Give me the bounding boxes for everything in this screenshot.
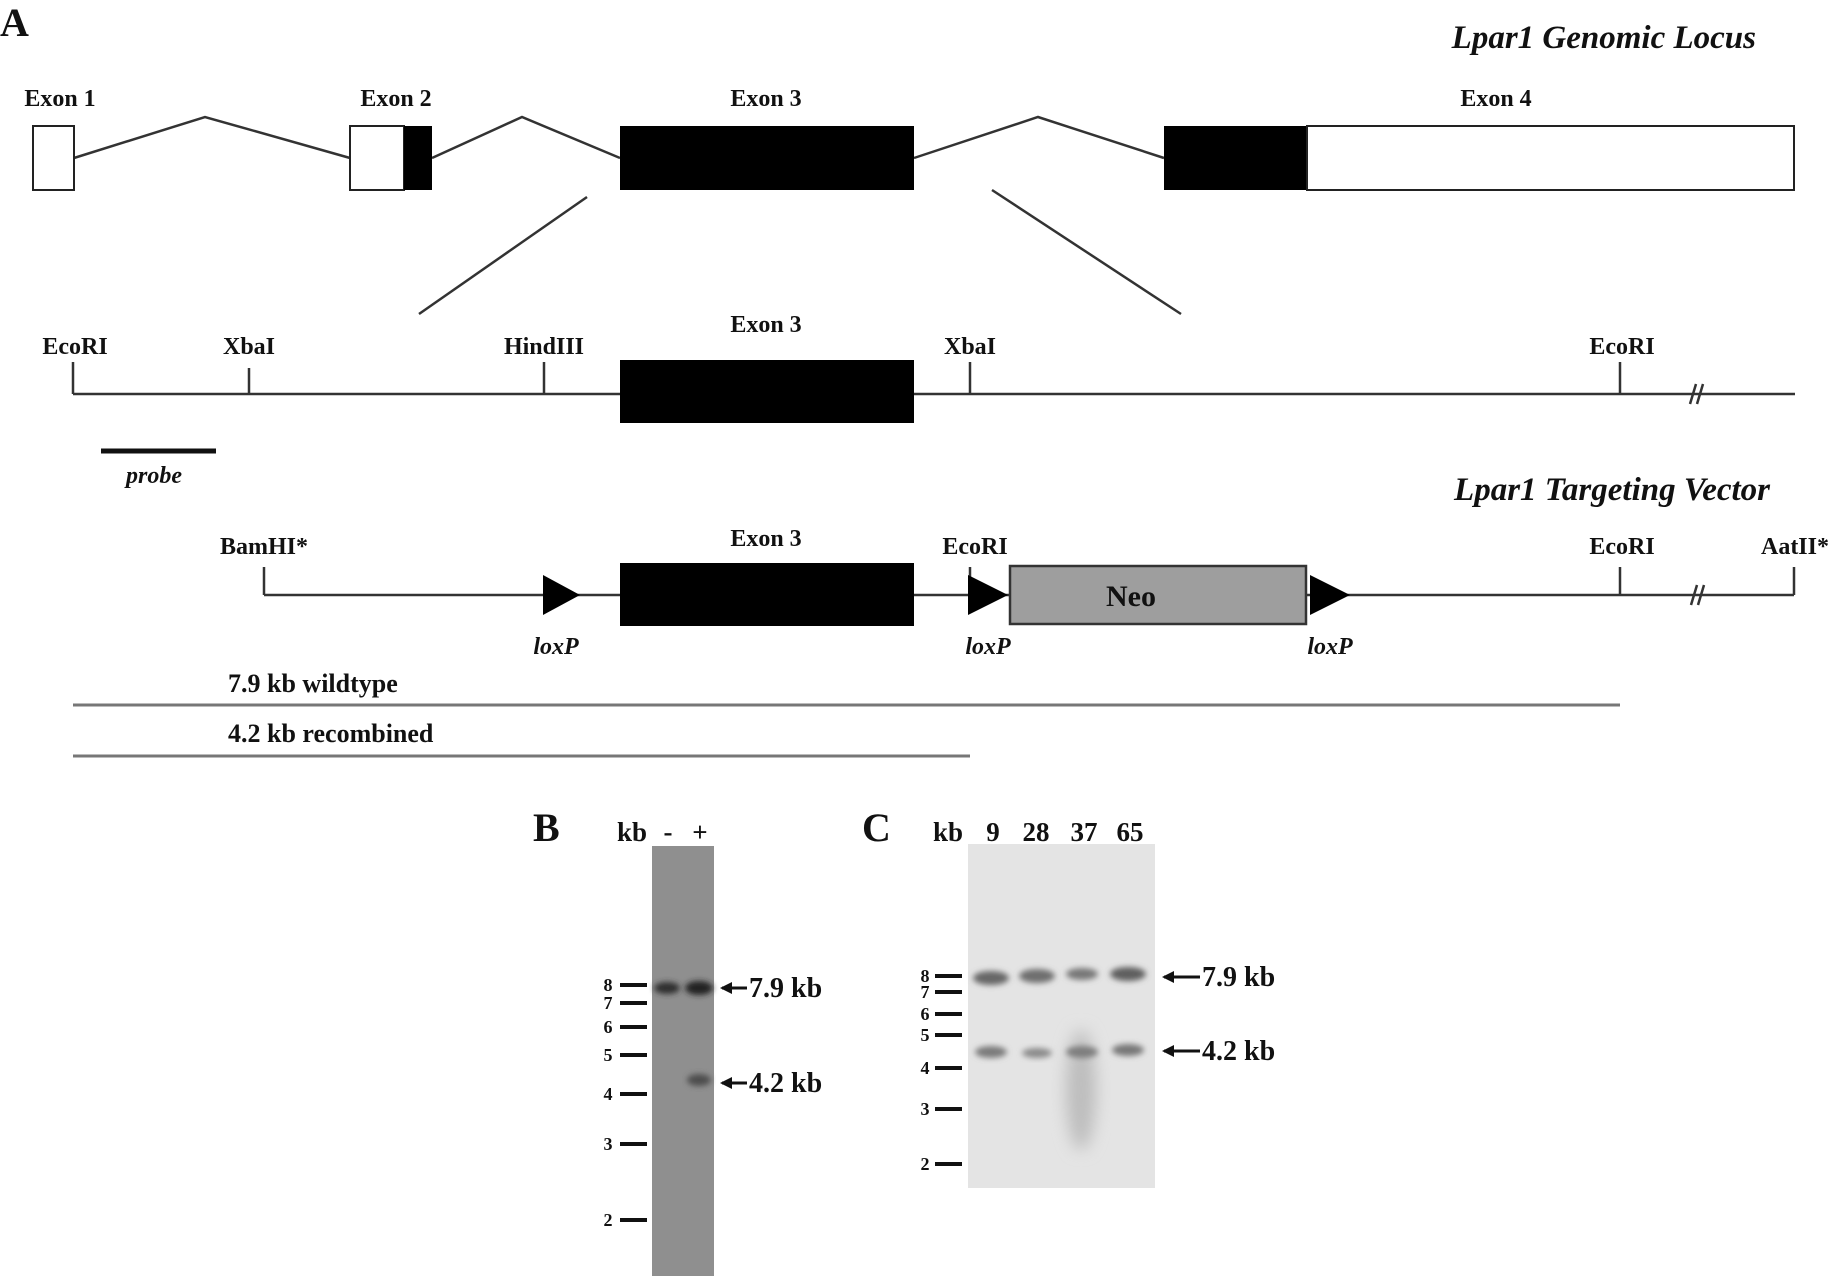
gel-c-ladder-7: 7	[921, 982, 930, 1002]
exon3-label: Exon 3	[730, 86, 801, 112]
targeting-vector-title: Lpar1 Targeting Vector	[1453, 472, 1771, 508]
probe-label: probe	[124, 463, 182, 489]
exon3-map-label: Exon 3	[730, 312, 801, 338]
loxp-label-3: loxP	[1307, 634, 1353, 660]
loxp-label-2: loxP	[965, 634, 1011, 660]
exon2-utr-box	[349, 125, 405, 191]
gel-b-band-label-7-9: 7.9 kb	[749, 973, 822, 1004]
vector-break-2	[1696, 584, 1706, 606]
exon4-label: Exon 4	[1460, 86, 1531, 112]
loxp-triangle-1	[543, 575, 580, 615]
gel-c-arrowhead-7-9	[1162, 971, 1174, 983]
gel-c-band-4-2-lane-37	[1066, 1046, 1098, 1058]
loxp-triangle-3	[1310, 575, 1350, 615]
gel-b-band-4-2-plus	[687, 1074, 711, 1086]
gel-b-ladder-8: 8	[604, 975, 613, 995]
neo-label: Neo	[1106, 580, 1156, 613]
exon2-coding-box	[404, 126, 432, 190]
intron-3	[913, 115, 1165, 160]
genomic-locus-title: Lpar1 Genomic Locus	[1451, 20, 1756, 56]
gel-b-lane-plus: +	[692, 817, 707, 847]
panel-label-c: C	[862, 805, 891, 850]
site-hindiii: HindIII	[504, 334, 584, 360]
site-aatii: AatII*	[1761, 534, 1829, 560]
gel-b-arrowhead-7-9	[720, 982, 732, 994]
gel-c-lane-9: 9	[986, 817, 1000, 847]
exon4-utr-box	[1306, 125, 1795, 191]
gel-c-lane-28: 28	[1023, 817, 1050, 847]
gel-b-arrowhead-4-2	[720, 1077, 732, 1089]
gel-b-ladder-6: 6	[604, 1017, 613, 1037]
gel-b-kb-label: kb	[617, 817, 647, 847]
gel-b-ladder-2: 2	[604, 1210, 613, 1230]
panel-label-b: B	[533, 805, 560, 850]
panel-label-a: A	[0, 0, 29, 45]
recombined-fragment-label: 4.2 kb recombined	[228, 719, 434, 748]
gel-c-band-label-7-9: 7.9 kb	[1202, 962, 1275, 993]
gel-c-band-label-4-2: 4.2 kb	[1202, 1036, 1275, 1067]
gel-c-image	[968, 844, 1155, 1188]
site-bamhi: BamHI*	[220, 534, 308, 560]
exon1-label: Exon 1	[24, 86, 95, 112]
zoom-line-right	[991, 188, 1182, 316]
gel-c-lane-37: 37	[1071, 817, 1098, 847]
zoom-line-left	[418, 195, 588, 316]
map-break-2	[1695, 383, 1705, 405]
gel-c-kb-label: kb	[933, 817, 963, 847]
gel-b-ladder-7: 7	[604, 993, 613, 1013]
gel-c-ladder-3: 3	[921, 1099, 930, 1119]
map-break-1	[1688, 383, 1698, 405]
intron-2	[431, 115, 621, 160]
exon4-coding-box	[1164, 126, 1307, 190]
gel-c-ladder-6: 6	[921, 1004, 930, 1024]
gel-c-arrowhead-4-2	[1162, 1045, 1174, 1057]
gel-c-band-4-2-lane-28	[1022, 1048, 1052, 1058]
exon2-label: Exon 2	[360, 86, 431, 112]
gel-b-image	[652, 846, 714, 1276]
site-xbai-2: XbaI	[944, 334, 996, 360]
exon3-box	[620, 126, 914, 190]
gel-c-smear-lane-37	[1066, 1030, 1096, 1150]
gel-c-band-7-9-lane-9	[973, 971, 1009, 985]
gel-c-ladder-8: 8	[921, 966, 930, 986]
gel-c-band-7-9-lane-37	[1066, 968, 1098, 980]
gel-b-band-7-9-minus	[654, 982, 680, 994]
gel-c-ladder-2: 2	[921, 1154, 930, 1174]
gel-c-band-7-9-lane-65	[1110, 967, 1146, 981]
gel-b-lane-minus: -	[664, 817, 673, 847]
gel-b-ladder-3: 3	[604, 1134, 613, 1154]
gel-c-ladder-4: 4	[921, 1058, 930, 1078]
exon1-box	[32, 125, 75, 191]
gel-c-lane-65: 65	[1117, 817, 1144, 847]
gel-c-ladder-5: 5	[921, 1025, 930, 1045]
gel-b-band-label-4-2: 4.2 kb	[749, 1068, 822, 1099]
exon3-map-box	[620, 360, 914, 423]
site-ecori-1: EcoRI	[42, 334, 107, 360]
exon3-vector-label: Exon 3	[730, 526, 801, 552]
gel-b-band-7-9-plus	[685, 981, 713, 995]
gel-c-ladder: 8 7 6 5 4 3 2	[921, 966, 962, 1174]
site-ecori-4: EcoRI	[1589, 534, 1654, 560]
intron-1	[73, 115, 351, 160]
loxp-triangle-2	[968, 575, 1008, 615]
site-xbai-1: XbaI	[223, 334, 275, 360]
gel-c-band-4-2-lane-65	[1112, 1044, 1144, 1056]
gel-b-ladder-4: 4	[604, 1084, 613, 1104]
neo-cassette-box	[1008, 564, 1308, 626]
site-ecori-2: EcoRI	[1589, 334, 1654, 360]
gel-c-band-7-9-lane-28	[1019, 969, 1055, 983]
exon3-vector-box	[620, 563, 914, 626]
gel-c-band-4-2-lane-9	[975, 1046, 1007, 1058]
gel-b-ladder-5: 5	[604, 1045, 613, 1065]
loxp-label-1: loxP	[533, 634, 579, 660]
vector-break-1	[1689, 584, 1699, 606]
gel-b-ladder: 8 7 6 5 4 3 2	[604, 975, 647, 1230]
wildtype-fragment-label: 7.9 kb wildtype	[228, 669, 398, 698]
site-ecori-3: EcoRI	[942, 534, 1007, 560]
